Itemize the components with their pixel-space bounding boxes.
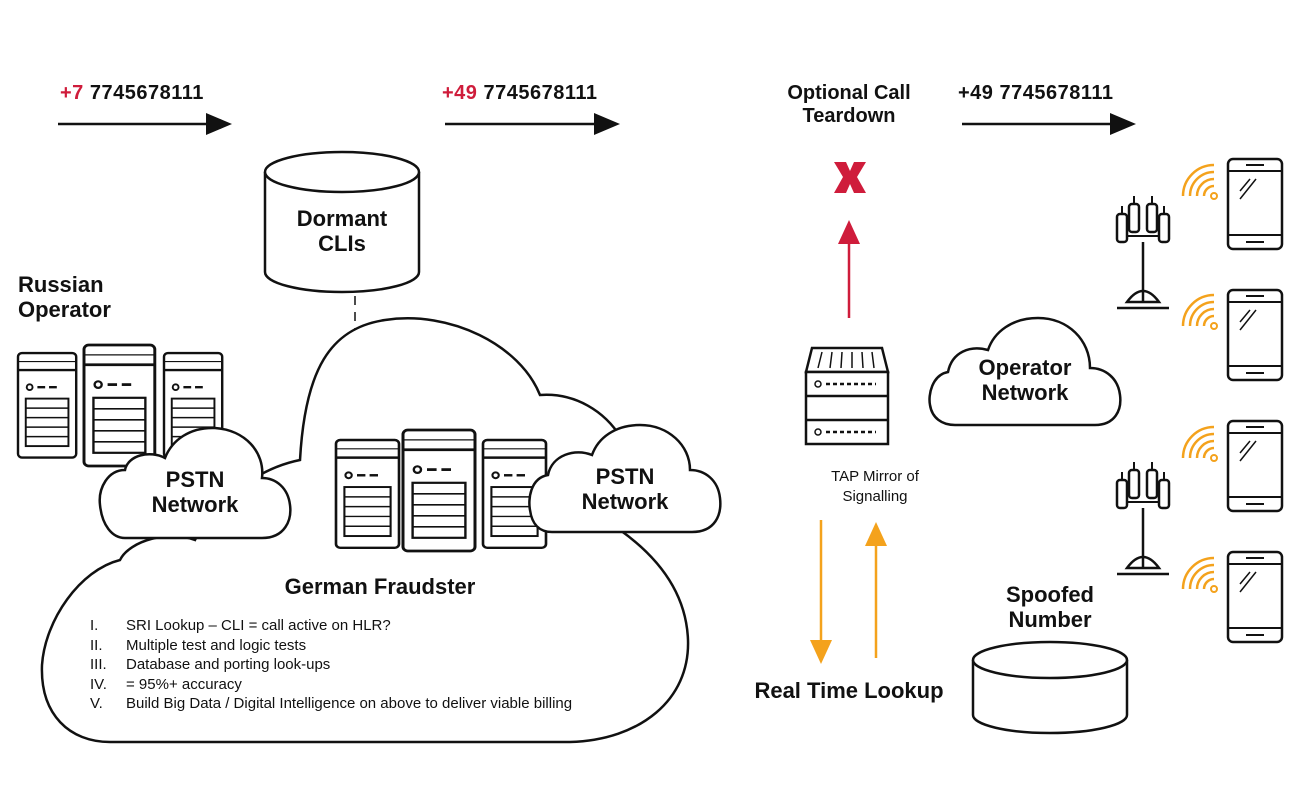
tap-device-icon xyxy=(804,346,890,446)
signal-icon-4 xyxy=(1181,556,1219,594)
russian-line1: Russian xyxy=(18,272,104,297)
spoofed-number-database-icon xyxy=(971,640,1129,735)
russian-server-left-icon xyxy=(16,351,78,459)
teardown-label-line1: Optional Call xyxy=(787,82,911,104)
russian-line2: Operator xyxy=(18,297,111,323)
pstn-right-line1: PSTN xyxy=(595,464,655,489)
teardown-x-icon xyxy=(834,162,866,193)
step-text: Multiple test and logic tests xyxy=(126,636,307,654)
operator-line2: Network xyxy=(981,380,1069,406)
number-label-2: +49 7745678111 xyxy=(442,82,598,105)
spoofed-number-label: Spoofed Number xyxy=(975,582,1125,633)
pstn-left-line2: Network xyxy=(151,492,239,518)
flow-arrow-3-head xyxy=(1110,113,1136,135)
fraudster-server-left-icon xyxy=(334,438,401,550)
dormant-clis-label: Dormant CLIs xyxy=(265,206,419,257)
phone-icon-3 xyxy=(1226,419,1284,513)
tap-line1: TAP Mirror of xyxy=(831,468,919,485)
pstn-right-label: PSTN Network xyxy=(555,464,695,515)
flow-arrow-1-head xyxy=(206,113,232,135)
dormant-line1: Dormant xyxy=(296,206,388,231)
signal-icon-1 xyxy=(1181,163,1219,201)
lookup-down-arrow xyxy=(810,520,832,664)
real-time-lookup-label: Real Time Lookup xyxy=(754,678,944,703)
operator-network-cloud xyxy=(928,316,1122,427)
flow-arrow-2-head xyxy=(594,113,620,135)
dormant-clis-database-icon xyxy=(263,150,421,294)
spoofed-line1: Spoofed xyxy=(1006,582,1094,607)
pstn-right-line2: Network xyxy=(581,489,669,515)
number-2-rest: 7745678111 xyxy=(477,82,598,104)
cell-tower-top-icon xyxy=(1115,194,1171,310)
step-text: Database and porting look-ups xyxy=(126,656,331,673)
russian-operator-label: Russian Operator xyxy=(18,272,111,323)
list-item: III. Database and porting look-ups xyxy=(90,655,572,675)
phone-icon-4 xyxy=(1226,550,1284,644)
fraudster-server-middle-icon xyxy=(401,428,477,553)
fraud-steps-list: I. SRI Lookup – CLI = call active on HLR?… xyxy=(90,616,572,714)
step-text: SRI Lookup – CLI = call active on HLR? xyxy=(126,617,391,634)
cell-tower-bottom-icon xyxy=(1115,460,1171,576)
number-1-rest: 7745678111 xyxy=(83,82,204,104)
tap-mirror-label: TAP Mirror of Signalling xyxy=(790,467,960,506)
tap-line2: Signalling xyxy=(842,487,908,505)
step-numeral: IV. xyxy=(90,675,107,693)
list-item: II. Multiple test and logic tests xyxy=(90,636,572,656)
pstn-left-label: PSTN Network xyxy=(125,467,265,518)
teardown-arrow xyxy=(838,220,860,318)
number-1-prefix: +7 xyxy=(60,82,84,104)
phone-icon-2 xyxy=(1226,288,1284,382)
german-fraudster-label: German Fraudster xyxy=(284,574,476,599)
lookup-up-arrow xyxy=(865,522,887,658)
step-text: Build Big Data / Digital Intelligence on… xyxy=(126,695,573,712)
pstn-left-cloud xyxy=(98,426,292,540)
signal-icon-2 xyxy=(1181,293,1219,331)
russian-server-middle-icon xyxy=(82,343,157,468)
signal-icon-3 xyxy=(1181,425,1219,463)
list-item: V. Build Big Data / Digital Intelligence … xyxy=(90,694,572,714)
operator-network-label: Operator Network xyxy=(960,355,1090,406)
operator-line1: Operator xyxy=(978,355,1072,380)
step-numeral: III. xyxy=(90,656,107,673)
phone-icon-1 xyxy=(1226,157,1284,251)
number-label-3: +49 7745678111 xyxy=(958,82,1114,104)
list-item: I. SRI Lookup – CLI = call active on HLR? xyxy=(90,616,572,636)
step-numeral: V. xyxy=(90,695,103,712)
dormant-line2: CLIs xyxy=(318,231,366,257)
list-item: IV. = 95%+ accuracy xyxy=(90,675,572,695)
step-numeral: II. xyxy=(90,636,103,654)
step-numeral: I. xyxy=(90,617,99,634)
teardown-label: Optional Call Teardown xyxy=(760,82,938,128)
pstn-right-cloud xyxy=(528,423,722,534)
step-text: = 95%+ accuracy xyxy=(126,675,242,693)
number-label-1: +7 7745678111 xyxy=(60,82,204,105)
number-2-prefix: +49 xyxy=(442,82,478,104)
spoofed-line2: Number xyxy=(1008,607,1092,633)
pstn-left-line1: PSTN xyxy=(165,467,225,492)
teardown-label-line2: Teardown xyxy=(802,105,896,127)
